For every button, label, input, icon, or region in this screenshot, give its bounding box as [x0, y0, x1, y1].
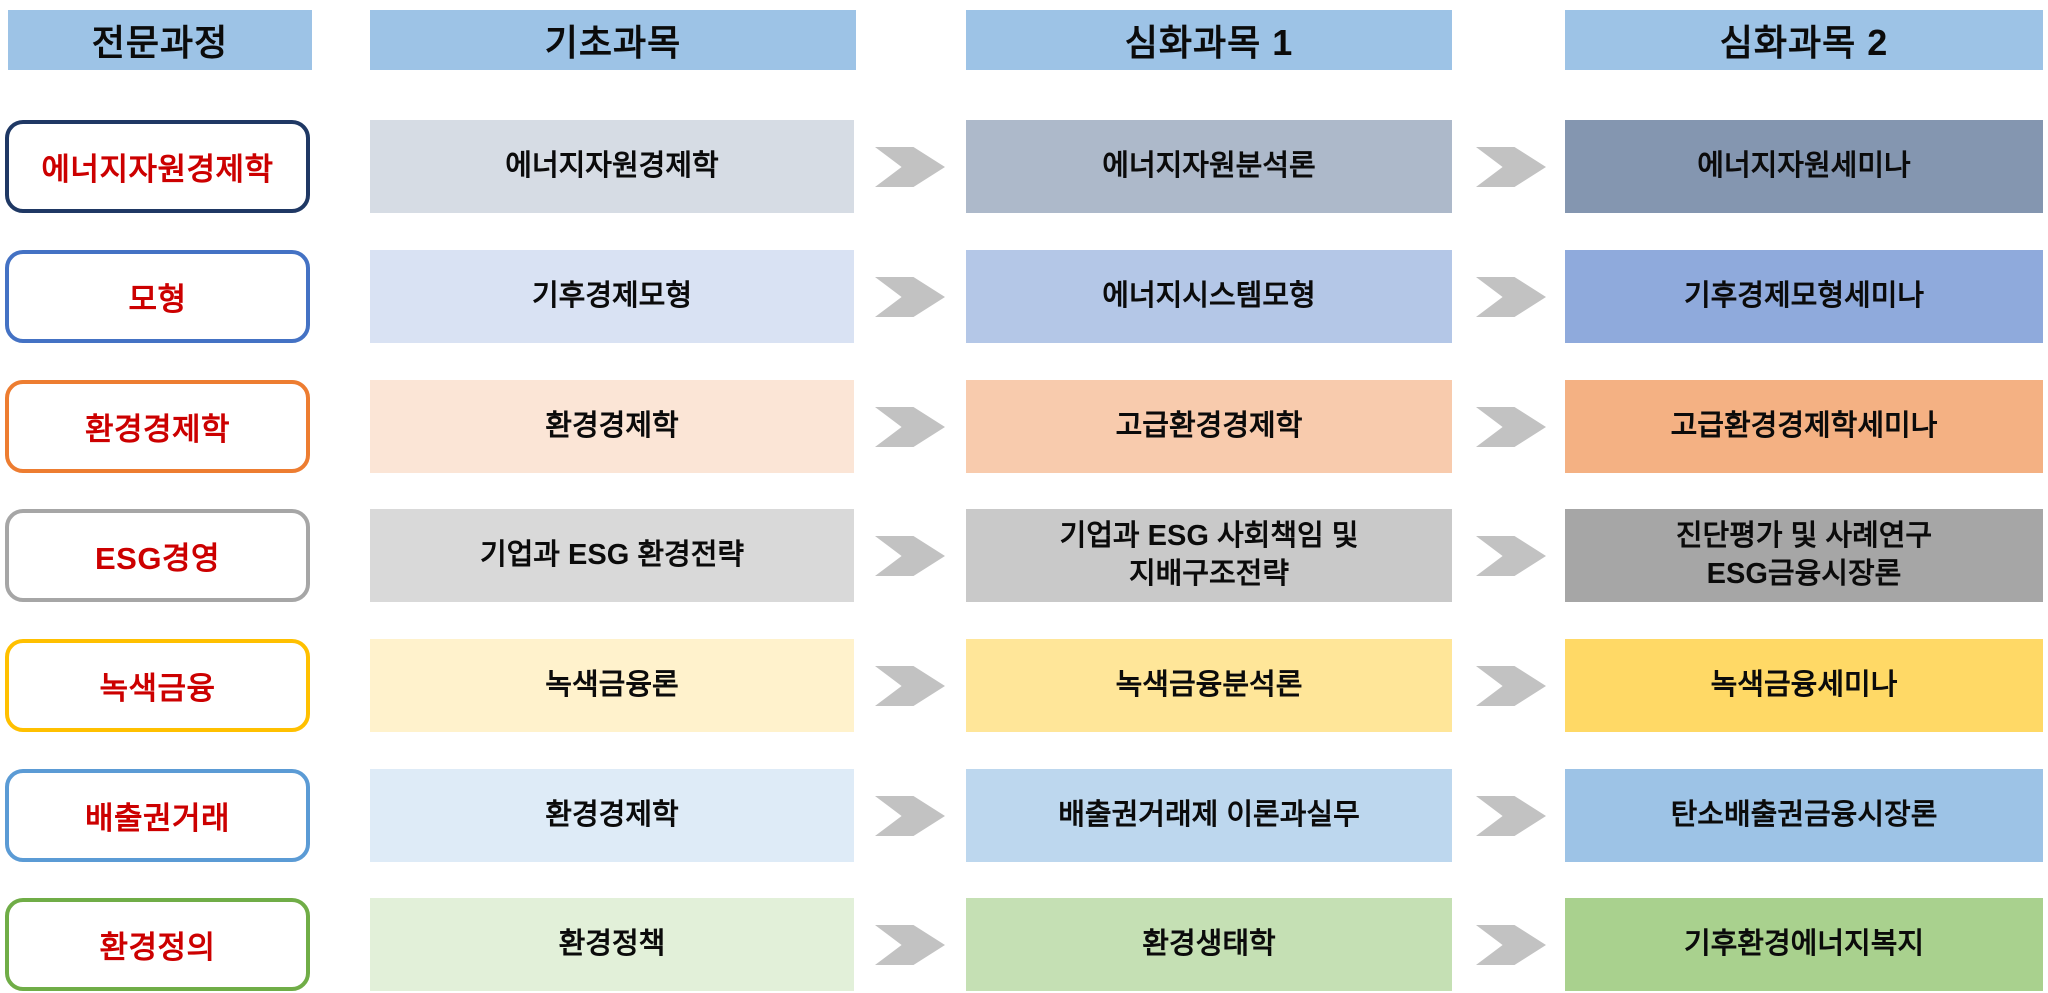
- advanced2-course-box: 탄소배출권금융시장론: [1565, 769, 2043, 862]
- chevron-right-icon: [875, 666, 945, 706]
- track-label: 배출권거래: [84, 801, 231, 836]
- advanced2-course-box: 녹색금융세미나: [1565, 639, 2043, 732]
- basic-course-box: 환경정책: [370, 898, 854, 991]
- chevron-right-icon: [875, 147, 945, 187]
- chevron-right-icon: [1476, 277, 1546, 317]
- column-header-track: 전문과정: [8, 10, 312, 70]
- column-header-advanced-courses-2: 심화과목 2: [1565, 10, 2043, 70]
- track-box-models: 모형: [5, 250, 310, 343]
- advanced1-course-box: 녹색금융분석론: [966, 639, 1452, 732]
- chevron-right-icon: [875, 407, 945, 447]
- advanced2-course-box: 기후환경에너지복지: [1565, 898, 2043, 991]
- column-header-basic-courses: 기초과목: [370, 10, 856, 70]
- chevron-right-icon: [875, 925, 945, 965]
- advanced1-course-box: 기업과 ESG 사회책임 및 지배구조전략: [966, 509, 1452, 602]
- chevron-right-icon: [875, 277, 945, 317]
- chevron-right-icon: [1476, 796, 1546, 836]
- track-box-green-finance: 녹색금융: [5, 639, 310, 732]
- track-label: 모형: [128, 282, 187, 317]
- advanced2-course-box: 에너지자원세미나: [1565, 120, 2043, 213]
- track-box-esg-management: ESG경영: [5, 509, 310, 602]
- track-box-environmental-economics: 환경경제학: [5, 380, 310, 473]
- basic-course-box: 에너지자원경제학: [370, 120, 854, 213]
- chevron-right-icon: [1476, 925, 1546, 965]
- chevron-right-icon: [1476, 147, 1546, 187]
- advanced1-course-box: 환경생태학: [966, 898, 1452, 991]
- track-label: 환경정의: [99, 930, 216, 965]
- track-box-emissions-trading: 배출권거래: [5, 769, 310, 862]
- basic-course-box: 환경경제학: [370, 769, 854, 862]
- advanced1-course-box: 에너지시스템모형: [966, 250, 1452, 343]
- basic-course-box: 기업과 ESG 환경전략: [370, 509, 854, 602]
- advanced1-course-box: 고급환경경제학: [966, 380, 1452, 473]
- advanced1-course-box: 에너지자원분석론: [966, 120, 1452, 213]
- basic-course-box: 녹색금융론: [370, 639, 854, 732]
- track-box-environmental-justice: 환경정의: [5, 898, 310, 991]
- track-label: 녹색금융: [99, 671, 216, 706]
- track-box-energy-resource-economics: 에너지자원경제학: [5, 120, 310, 213]
- basic-course-box: 기후경제모형: [370, 250, 854, 343]
- chevron-right-icon: [875, 796, 945, 836]
- basic-course-box: 환경경제학: [370, 380, 854, 473]
- chevron-right-icon: [1476, 407, 1546, 447]
- advanced2-course-box: 기후경제모형세미나: [1565, 250, 2043, 343]
- advanced2-course-box: 진단평가 및 사례연구 ESG금융시장론: [1565, 509, 2043, 602]
- chevron-right-icon: [875, 536, 945, 576]
- advanced2-course-box: 고급환경경제학세미나: [1565, 380, 2043, 473]
- chevron-right-icon: [1476, 536, 1546, 576]
- chevron-right-icon: [1476, 666, 1546, 706]
- advanced1-course-box: 배출권거래제 이론과실무: [966, 769, 1452, 862]
- track-label: 에너지자원경제학: [41, 152, 274, 187]
- column-header-advanced-courses-1: 심화과목 1: [966, 10, 1452, 70]
- track-label: ESG경영: [94, 541, 220, 576]
- track-label: 환경경제학: [84, 412, 231, 447]
